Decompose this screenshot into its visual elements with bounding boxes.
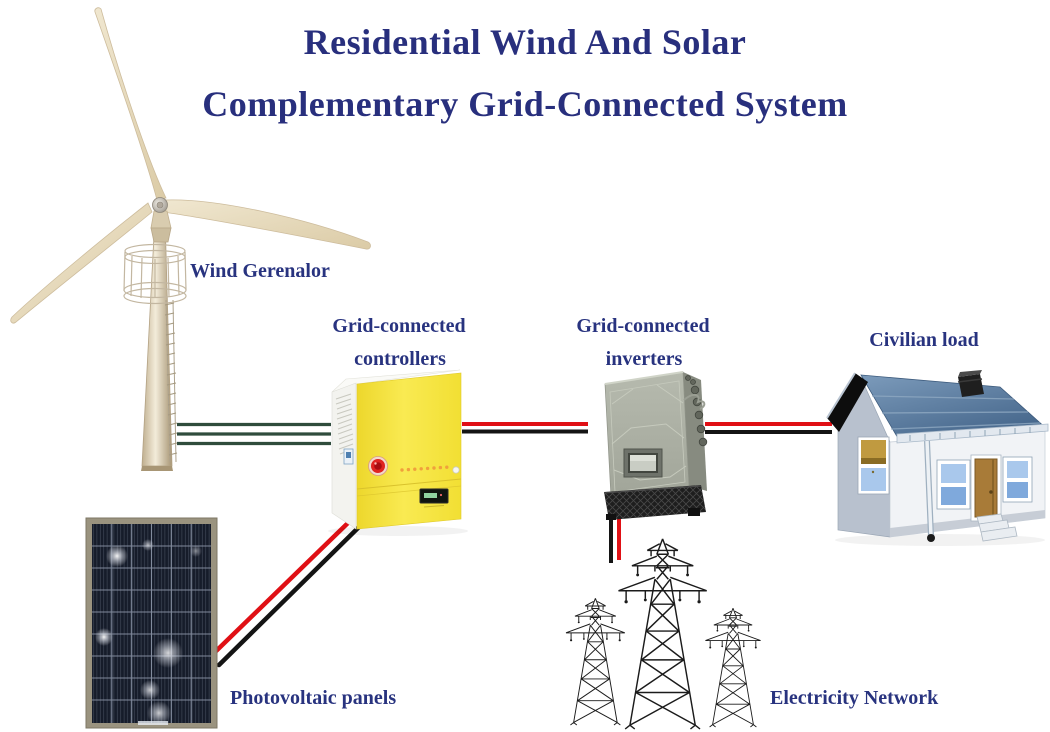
inverter-house-wires [705, 422, 832, 434]
emergency-stop-button [368, 456, 388, 476]
turbine-controller-wires [177, 422, 331, 446]
label-controller-line2: controllers [354, 348, 446, 370]
controller-inverter-wires [462, 422, 588, 434]
transmission-towers-illustration [565, 538, 762, 730]
solar-panel-illustration [85, 517, 218, 729]
label-photovoltaic-panels: Photovoltaic panels [230, 687, 397, 709]
controller-illustration [328, 369, 468, 536]
house-gable-window [857, 436, 890, 495]
turbine-cage [123, 243, 187, 305]
pylon-center [617, 538, 708, 730]
inverter-connectors [683, 375, 708, 447]
controller-vents [335, 393, 354, 455]
label-inverter-line2: inverters [605, 348, 683, 370]
label-controller-line1: Grid-connected [332, 315, 466, 337]
label-wind-generator: Wind Gerenalor [190, 260, 330, 282]
page-title-line2: Complementary Grid-Connected System [202, 84, 848, 124]
house-roof-overhang [827, 373, 868, 432]
label-civilian-load: Civilian load [869, 329, 979, 351]
panel-glare [95, 539, 202, 725]
turbine-tower [141, 215, 178, 471]
pylon-right [704, 607, 762, 728]
inverter-illustration [603, 371, 708, 520]
house-front-window-right [1002, 456, 1033, 503]
turbine-blades [10, 7, 371, 324]
label-electricity-network: Electricity Network [770, 687, 939, 709]
panel-controller-wires [209, 517, 363, 668]
inverter-screen [623, 448, 663, 478]
house-downpipe [924, 440, 935, 542]
label-inverter-line1: Grid-connected [576, 315, 710, 337]
house-chimney [957, 370, 984, 397]
house-front-window-left [936, 459, 971, 510]
inverter-base [603, 485, 706, 520]
controller-display [419, 488, 449, 508]
page-title-line1: Residential Wind And Solar [303, 22, 747, 62]
wind-turbine-illustration [10, 7, 371, 471]
controller-led-row [400, 465, 449, 472]
controller-breaker [343, 448, 354, 465]
controller-knob [452, 466, 460, 474]
house-steps [976, 513, 1018, 542]
pylon-left [565, 597, 626, 726]
house-illustration [826, 370, 1049, 546]
house-door [970, 454, 1002, 522]
turbine-hub [150, 197, 172, 243]
